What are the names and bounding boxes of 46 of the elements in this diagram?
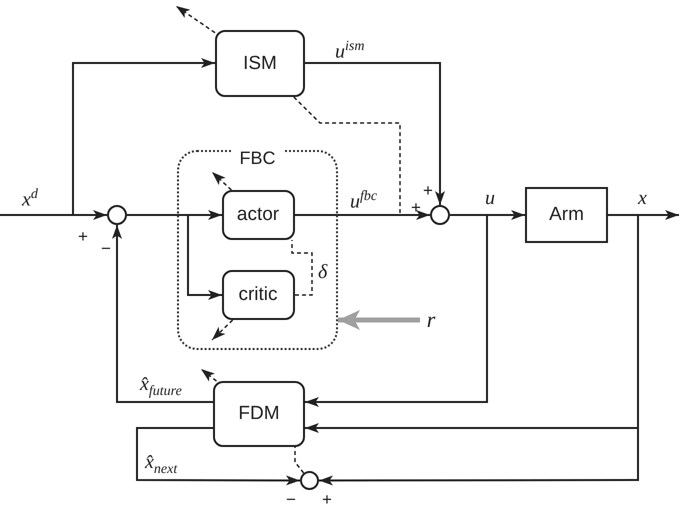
process-box (215, 30, 305, 97)
sign-label: + (78, 228, 88, 245)
sign-label: − (101, 240, 111, 257)
dashed-connector (294, 447, 304, 474)
block-label: actor (236, 204, 280, 226)
dashed-connector (176, 5, 216, 34)
arrow (112, 225, 213, 403)
sign-label: + (423, 182, 433, 199)
signal-label: r (420, 306, 442, 334)
edge-label: x (638, 188, 647, 208)
sign-label: + (411, 199, 421, 216)
sign-label: − (286, 491, 296, 507)
edge-label: u (485, 188, 495, 208)
block-label: ISM (243, 52, 277, 74)
process-box (222, 190, 294, 240)
block-label: Arm (549, 204, 584, 226)
arrow (72, 58, 215, 215)
dashed-connector (293, 96, 401, 213)
arrow (127, 214, 222, 300)
edge-label: x$^{d}$ (22, 188, 38, 210)
summing-junction (430, 205, 450, 225)
arrow (305, 214, 488, 407)
arrow (0, 210, 107, 220)
arrow (305, 62, 445, 205)
process-box (213, 381, 305, 447)
dashed-connector (211, 319, 234, 341)
dashed-connector (212, 171, 232, 191)
dashed-connector (291, 240, 313, 296)
process-box (525, 187, 608, 243)
edge-label: u$^{fbc}$ (350, 190, 378, 212)
sign-label: + (322, 491, 332, 507)
edge-label: δ (318, 262, 328, 282)
group-region (177, 150, 338, 350)
arrow (136, 427, 300, 486)
edge-label: x̂$_{next}$ (145, 452, 178, 477)
edge-label: x̂$_{future}$ (140, 374, 182, 399)
arrow (338, 310, 420, 330)
summing-junction (107, 205, 127, 225)
edge-label: u$^{ism}$ (335, 40, 364, 62)
dashed-connector (200, 368, 217, 382)
summing-junction (300, 471, 319, 490)
arrow (295, 210, 430, 220)
arrow (319, 214, 639, 486)
block-label: FDM (238, 403, 280, 425)
process-box (222, 270, 294, 320)
block-label: critic (238, 284, 278, 306)
